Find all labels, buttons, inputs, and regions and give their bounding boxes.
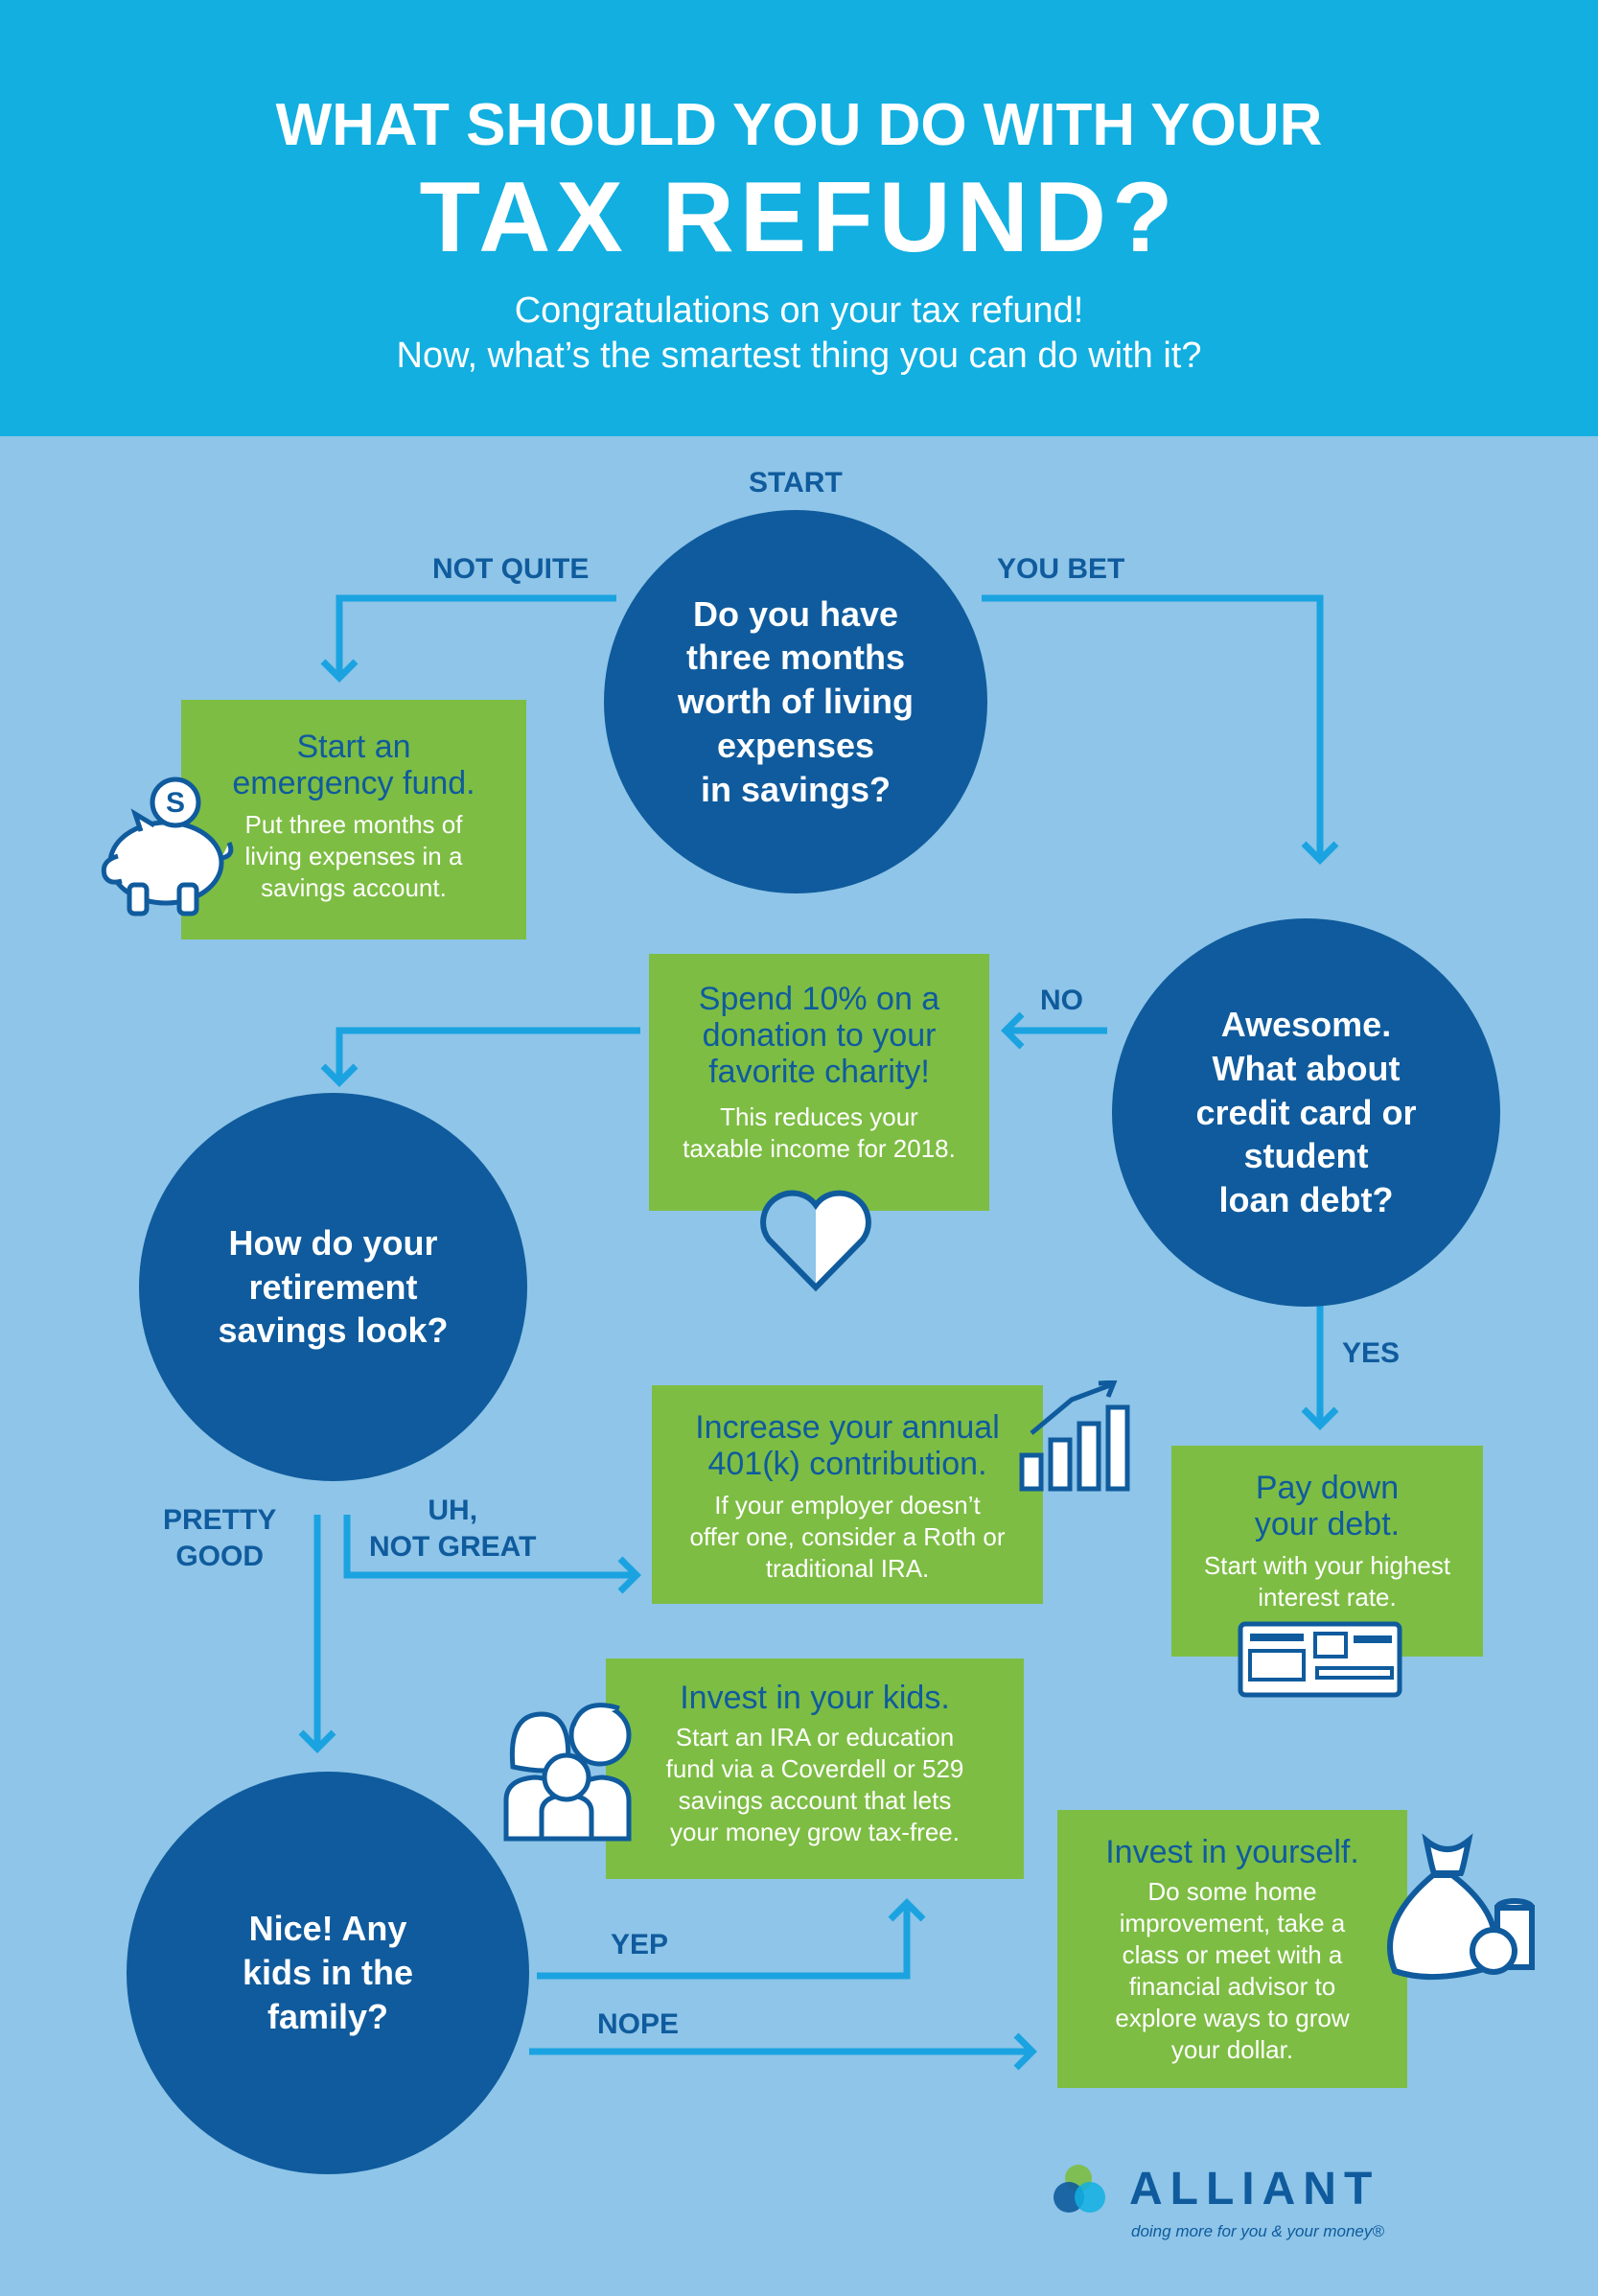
question-savings-text: Do you have three months worth of living… [678,593,914,809]
label-nope: NOPE [597,2008,680,2040]
subtitle-line-1: Congratulations on your tax refund! [514,290,1084,331]
yourself-desc: Do some home improvement, take a class o… [1115,1877,1350,2065]
label-not-quite: NOT QUITE [432,553,590,585]
brand-name: ALLIANT [1129,2164,1380,2215]
yourself-title: Invest in yourself. [1105,1834,1359,1870]
box-pay-debt: Pay down your debt. Start with your high… [1171,1446,1483,1657]
subtitle-line-2: Now, what’s the smartest thing you can d… [396,336,1202,376]
emergency-title: Start an emergency fund. [232,729,475,802]
debt-title: Pay down your debt. [1254,1470,1401,1543]
debt-desc: Start with your highest interest rate. [1203,1551,1451,1612]
title-line-1: WHAT SHOULD YOU DO WITH YOUR [275,92,1323,158]
label-pretty-good: PRETTY GOOD [163,1504,277,1572]
k401-title: Increase your annual 401(k) contribution… [695,1409,1000,1483]
svg-text:S: S [166,787,185,819]
question-debt: Awesome. What about credit card or stude… [1112,918,1500,1307]
box-invest-kids: Invest in your kids. Start an IRA or edu… [606,1658,1024,1879]
charity-desc: This reduces your taxable income for 201… [683,1102,956,1164]
kids-title: Invest in your kids. [680,1680,950,1716]
charity-title: Spend 10% on a donation to your favorite… [698,981,940,1091]
money-bag-icon [1387,1833,1535,1981]
heart-icon [760,1190,871,1292]
brand-tagline: doing more for you & your money® [1131,2222,1384,2240]
box-charity: Spend 10% on a donation to your favorite… [649,954,989,1211]
question-savings: Do you have three months worth of living… [604,510,987,893]
label-no: NO [1040,985,1083,1016]
family-icon [503,1703,632,1842]
credit-card-icon [1238,1621,1402,1698]
title-line-2: TAX REFUND? [419,162,1179,273]
question-kids-text: Nice! Any kids in the family? [242,1909,414,2036]
label-yes: YES [1342,1337,1401,1369]
kids-desc: Start an IRA or education fund via a Cov… [665,1723,964,1847]
header-banner [0,0,1598,436]
label-you-bet: YOU BET [997,553,1125,585]
bar-chart-icon [1019,1380,1130,1492]
emergency-desc: Put three months of living expenses in a… [244,810,463,903]
box-emergency-fund: Start an emergency fund. Put three month… [181,700,526,939]
k401-desc: If your employer doesn’t offer one, cons… [689,1491,1006,1584]
question-retirement-text: How do your retirement savings look? [218,1222,449,1351]
question-retirement: How do your retirement savings look? [139,1093,527,1481]
box-invest-yourself: Invest in yourself. Do some home improve… [1057,1810,1407,2088]
label-yep: YEP [611,1929,669,1960]
start-label: START [749,467,843,499]
piggy-bank-icon: S [101,777,234,916]
label-uh-not-great: UH, NOT GREAT [369,1495,537,1563]
alliant-logo-icon [1054,2165,1105,2213]
question-debt-text: Awesome. What about credit card or stude… [1195,1005,1417,1220]
box-401k: Increase your annual 401(k) contribution… [652,1385,1043,1604]
question-kids: Nice! Any kids in the family? [127,1772,529,2174]
